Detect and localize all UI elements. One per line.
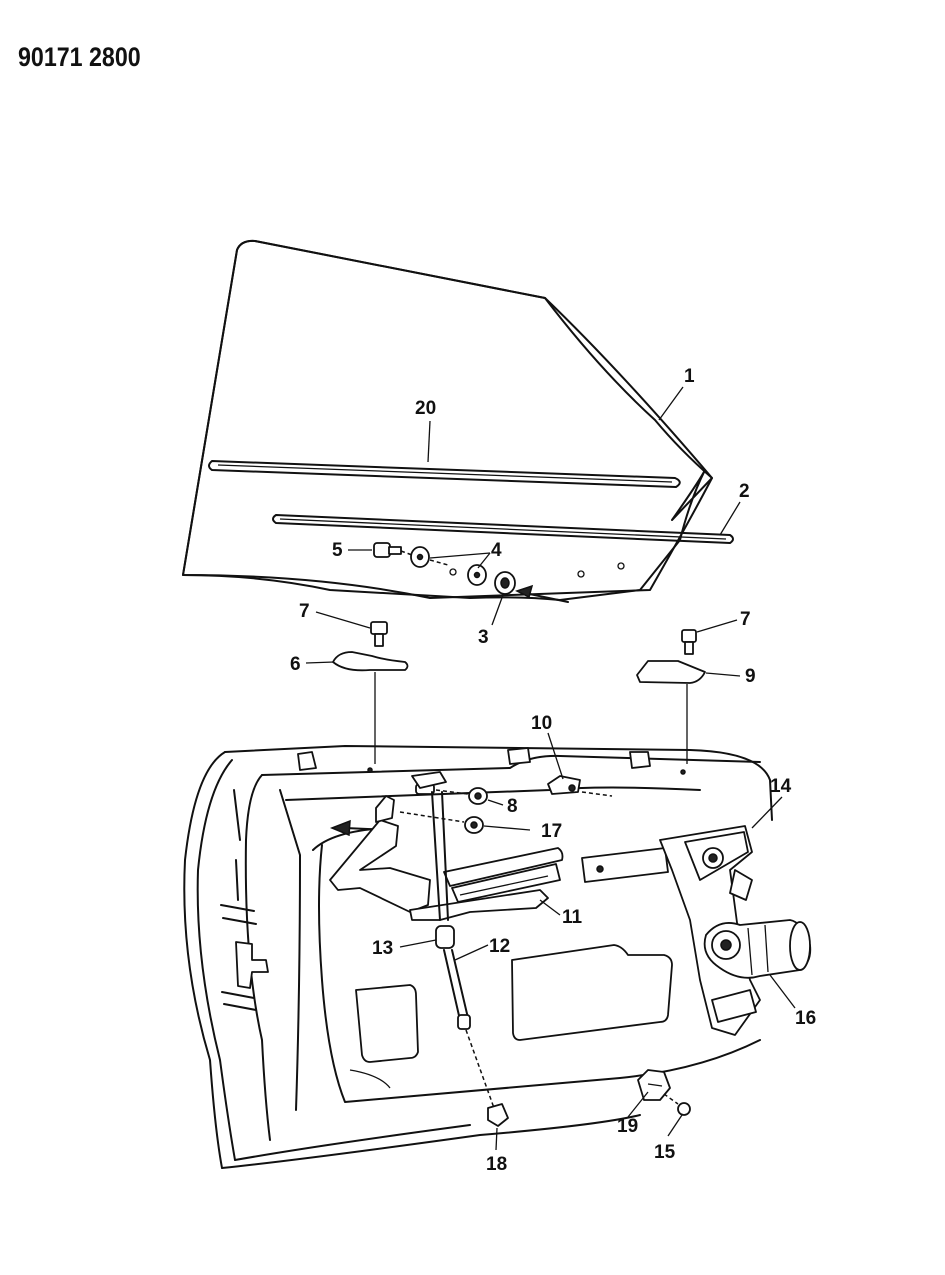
callout-20: 20	[415, 398, 436, 419]
nut-18	[487, 1103, 509, 1127]
motor-16	[703, 919, 812, 979]
nut-17	[464, 816, 484, 834]
callout-3: 3	[478, 627, 489, 648]
diagram-code: 90171 2800	[18, 42, 141, 72]
washer-4a	[410, 546, 430, 568]
callout-9: 9	[745, 666, 756, 687]
callout-12: 12	[489, 936, 510, 957]
callout-8: 8	[507, 796, 518, 817]
callout-19: 19	[617, 1116, 638, 1137]
regulator-front-bracket	[329, 795, 431, 913]
callout-18: 18	[486, 1154, 507, 1175]
callouts: 1 2 3 4 5 6 7 7 8 9 10 11 12 13 14 15 16…	[290, 366, 816, 1175]
lift-channel-12	[431, 791, 471, 1030]
bracket-6	[332, 651, 409, 672]
fastener-bracket	[411, 771, 447, 789]
stud-5	[373, 542, 402, 558]
callout-1: 1	[684, 366, 695, 387]
bolt-7-left	[370, 621, 388, 647]
washer-4b	[467, 564, 487, 586]
glass-channel	[272, 514, 734, 544]
callout-14: 14	[770, 776, 792, 797]
clip-19	[637, 1069, 671, 1101]
glass-hole	[617, 562, 625, 570]
callout-11: 11	[562, 907, 583, 928]
callout-17: 17	[541, 821, 562, 842]
callout-7-right: 7	[740, 609, 751, 630]
callout-4: 4	[491, 540, 502, 561]
glass-hole	[449, 568, 457, 576]
regulator-track-11	[409, 847, 564, 921]
callout-13: 13	[372, 938, 393, 959]
callout-6: 6	[290, 654, 301, 675]
callout-10: 10	[531, 713, 552, 734]
callout-7-left: 7	[299, 601, 310, 622]
callout-15: 15	[654, 1142, 676, 1163]
callout-2: 2	[739, 481, 750, 502]
bracket-9	[636, 660, 706, 684]
callout-5: 5	[332, 540, 343, 561]
belt-molding	[208, 460, 681, 488]
bushing-3	[494, 571, 516, 595]
screw-15	[677, 1102, 691, 1116]
leader-lines	[305, 386, 796, 1151]
bolt-7-right	[681, 629, 697, 655]
door-glass	[182, 239, 713, 601]
callout-16: 16	[795, 1008, 816, 1029]
glass-hole	[577, 570, 585, 578]
clip-10	[547, 775, 581, 795]
